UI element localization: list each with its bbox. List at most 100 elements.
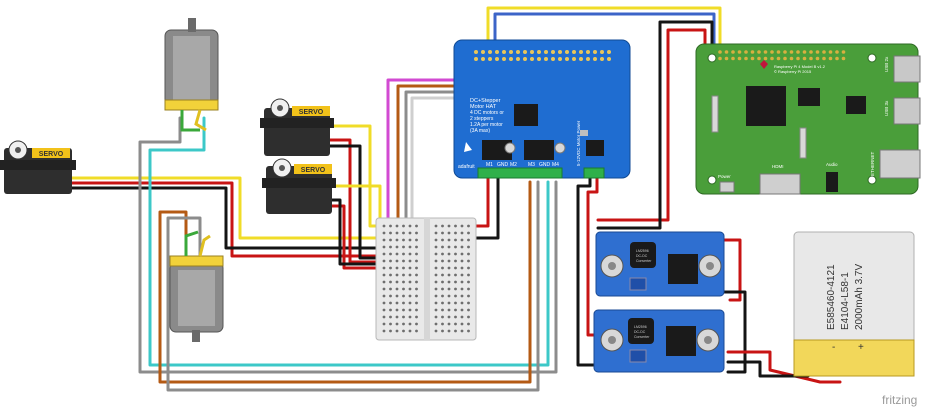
buck-bottom-trimpot <box>629 349 647 363</box>
pi-camera-connector <box>799 127 807 159</box>
breadboard-hole-right <box>434 294 438 298</box>
breadboard-hole-left <box>382 245 386 249</box>
breadboard-hole-left <box>382 280 386 284</box>
breadboard-hole-right <box>441 245 444 249</box>
buck-bottom-text-1: DC-DC <box>634 330 646 334</box>
breadboard-hole-right <box>454 287 457 291</box>
buck-top-trimpot <box>629 277 647 291</box>
hat-driver-chip-1 <box>482 140 512 160</box>
hat-header-pin <box>474 50 478 54</box>
wire-pi-power-red <box>596 28 707 222</box>
breadboard-hole-left <box>415 329 418 333</box>
dc-motor-bottom-lead-green <box>184 230 199 256</box>
hat-header-pin <box>516 57 520 61</box>
pi-header-pin <box>822 50 826 54</box>
breadboard-hole-right <box>460 294 464 298</box>
pi-ram <box>798 88 820 106</box>
breadboard-hole-left <box>402 266 405 270</box>
breadboard-hole-right <box>454 238 457 242</box>
buck-top-cap-left-center <box>608 262 616 270</box>
dc-motor-top-shaft <box>188 18 196 32</box>
pi-hdmi-label: HDMI <box>772 164 784 169</box>
breadboard-hole-right <box>447 245 451 249</box>
breadboard-hole-left <box>402 224 405 228</box>
dc-motor-bottom-endcap <box>169 255 224 267</box>
breadboard-hole-right <box>467 273 470 277</box>
dc-motor-top-endcap <box>164 99 219 111</box>
servo-upper-label: SERVO <box>299 109 324 116</box>
breadboard-hole-right <box>460 322 464 326</box>
breadboard-hole-left <box>408 266 412 270</box>
breadboard-hole-left <box>402 252 405 256</box>
breadboard-hole-right <box>447 231 451 235</box>
breadboard-hole-left <box>389 280 392 284</box>
hat-header-pin <box>579 57 583 61</box>
buck-bottom-text-0: LM2596 <box>634 325 647 329</box>
hat-header-pin <box>509 57 513 61</box>
pi-header-pin <box>737 50 742 54</box>
hat-header-pin <box>558 50 562 54</box>
breadboard-hole-left <box>408 301 412 305</box>
breadboard-hole-right <box>467 252 470 256</box>
breadboard-hole-left <box>395 287 399 291</box>
breadboard-hole-left <box>415 252 418 256</box>
hat-pwm-chip <box>514 104 538 126</box>
breadboard-hole-left <box>408 273 412 277</box>
buck-bottom-cap-left-center <box>608 336 616 344</box>
hat-header-pin <box>544 50 548 54</box>
breadboard-hole-right <box>454 259 457 263</box>
buck-converter-bottom: LM2596 DC-DC Converter <box>593 309 725 373</box>
servo-left-body <box>4 148 72 194</box>
hat-title-line-3: 2 steppers <box>470 116 494 122</box>
breadboard-hole-right <box>460 301 464 305</box>
breadboard-hole-right <box>467 266 470 270</box>
breadboard-hole-right <box>467 245 470 249</box>
dc-motor-bottom <box>169 230 224 342</box>
hat-header-pin <box>488 57 492 61</box>
breadboard-hole-right <box>441 287 444 291</box>
servo-upper-horn-hub <box>277 105 283 111</box>
servo-upper: SERVO <box>260 98 334 156</box>
breadboard-hole-right <box>460 287 464 291</box>
buck-bottom-text-2: Converter <box>634 335 650 339</box>
hat-led <box>580 130 588 136</box>
breadboard-hole-left <box>415 238 418 242</box>
hat-header-pin <box>488 50 492 54</box>
breadboard-channel <box>424 218 430 340</box>
breadboard-hole-left <box>382 252 386 256</box>
breadboard-hole-right <box>447 266 451 270</box>
servo-left-label-bg <box>32 148 70 158</box>
pi-header-pin <box>822 56 826 61</box>
breadboard-hole-left <box>389 259 392 263</box>
breadboard-hole-right <box>454 322 457 326</box>
hat-logo: adafruit <box>458 142 475 170</box>
breadboard-hole-right <box>447 273 451 277</box>
breadboard-hole-left <box>402 238 405 242</box>
hat-title-block: DC+Stepper Motor HAT 4 DC motors or 2 st… <box>470 98 504 134</box>
breadboard-hole-left <box>408 287 412 291</box>
battery-line-1: E4104-L58-1 <box>840 272 851 330</box>
breadboard-hole-right <box>460 308 464 312</box>
hat-header-pin <box>495 57 499 61</box>
breadboard-hole-left <box>395 273 399 277</box>
pi-header-pin <box>718 50 722 54</box>
breadboard-hole-left <box>408 259 412 263</box>
breadboard-hole-right <box>441 273 444 277</box>
servo-left-tabs <box>0 160 76 170</box>
hat-header-pin <box>551 57 555 61</box>
buck-top-text-2: Converter <box>636 259 652 263</box>
breadboard-hole-left <box>382 315 386 319</box>
buck-top-ic <box>668 254 698 284</box>
breadboard-hole-left <box>415 287 418 291</box>
pi-usb2-label: USB 2x <box>884 56 889 72</box>
breadboard-hole-right <box>441 322 444 326</box>
wire-i2c-yellow <box>486 6 722 54</box>
breadboard-hole-left <box>382 322 386 326</box>
buck-top-text-1: DC-DC <box>636 254 648 258</box>
wire-servo-left-red <box>70 181 442 258</box>
pi-header-pin <box>737 56 742 61</box>
hat-header-pin <box>509 50 513 54</box>
hat-header-pin <box>530 57 534 61</box>
breadboard <box>375 217 477 341</box>
hat-header-pin <box>600 50 604 54</box>
